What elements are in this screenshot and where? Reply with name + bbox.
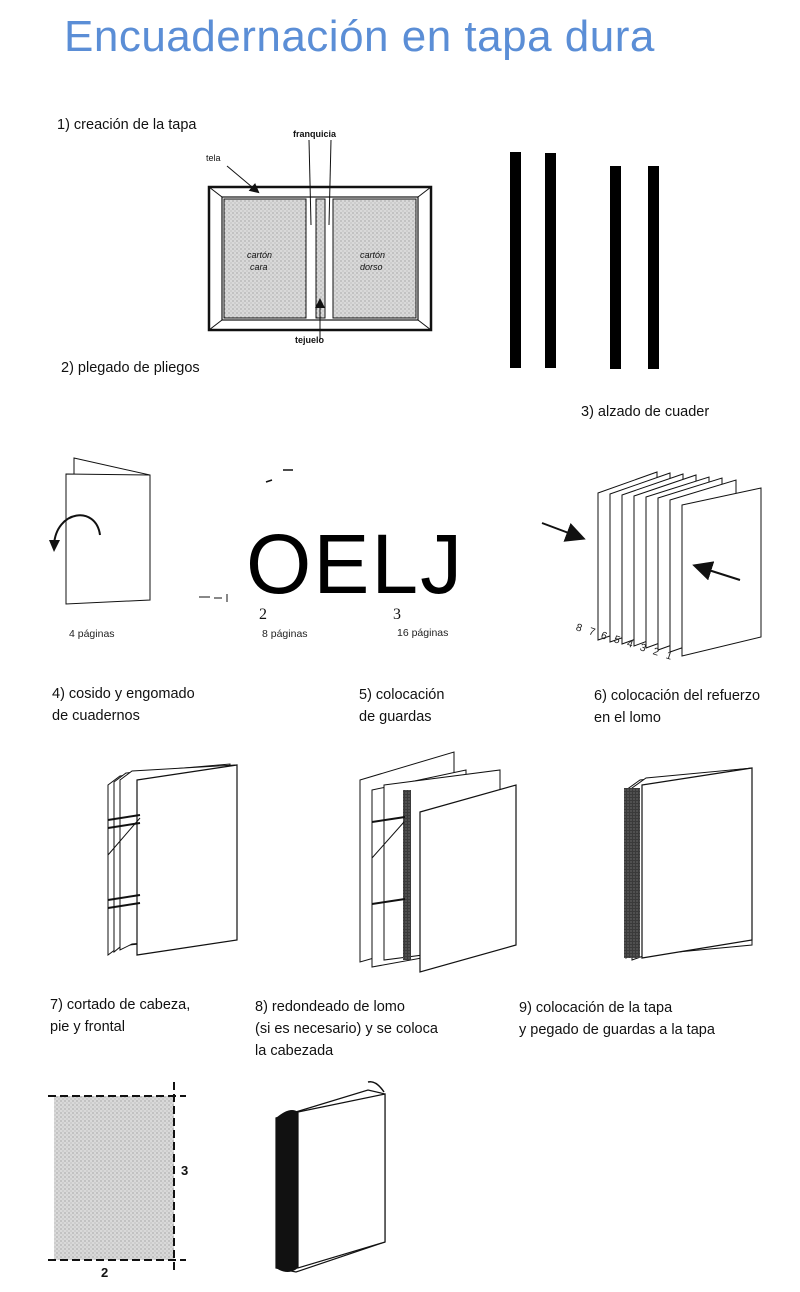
artifact-text: OELJ <box>246 517 465 611</box>
trim-label-side: 3 <box>181 1163 189 1178</box>
trim-label-bottom: 2 <box>101 1265 109 1280</box>
folding-diagram <box>49 457 293 605</box>
black-bars-graphic <box>510 152 659 369</box>
label-carton-dorso-line1: cartón <box>360 250 386 260</box>
label-carton-dorso-line2: dorso <box>360 262 383 272</box>
label-tela: tela <box>206 153 221 163</box>
pages-8-label: 8 páginas <box>262 628 308 640</box>
label-carton-cara-line1: cartón <box>247 250 273 260</box>
fold-number-2: 2 <box>259 606 267 623</box>
fold-number-3: 3 <box>393 606 401 623</box>
page-title: Encuadernación en tapa dura <box>64 12 655 61</box>
label-franquicia: franquicia <box>293 129 337 139</box>
gathered-signatures-diagram <box>541 471 762 657</box>
endpapers-diagram <box>359 751 517 973</box>
cover-diagram <box>207 139 433 340</box>
rounded-book-diagram <box>275 1080 386 1273</box>
label-carton-cara-line2: cara <box>250 262 268 272</box>
step-5-label-line2: de guardas <box>359 709 432 725</box>
label-tejuelo: tejuelo <box>295 335 325 345</box>
step-5-label-line1: 5) colocación <box>359 687 445 703</box>
step-6-label-line2: en el lomo <box>594 710 661 726</box>
step-7-label-line2: pie y frontal <box>50 1019 125 1035</box>
step-3-label: 3) alzado de cuader <box>581 404 710 420</box>
step-1-label: 1) creación de la tapa <box>57 117 197 133</box>
spine-reinforcement-diagram <box>624 767 753 961</box>
step-6-label-line1: 6) colocación del refuerzo <box>594 688 761 704</box>
step-8-label-line1: 8) redondeado de lomo <box>255 999 405 1015</box>
step-2-label: 2) plegado de pliegos <box>61 360 200 376</box>
step-9-label-line2: y pegado de guardas a la tapa <box>519 1022 715 1038</box>
step-4-label-line1: 4) cosido y engomado <box>52 686 195 702</box>
pages-16-label: 16 páginas <box>397 627 449 639</box>
step-8-label-line3: la cabezada <box>255 1043 334 1059</box>
step-4-label-line2: de cuadernos <box>52 708 140 724</box>
step-9-label-line1: 9) colocación de la tapa <box>519 1000 673 1016</box>
sewn-block-diagram <box>107 763 238 956</box>
step-7-label-line1: 7) cortado de cabeza, <box>50 997 191 1013</box>
step-8-label-line2: (si es necesario) y se coloca <box>255 1021 438 1037</box>
pages-4-label: 4 páginas <box>69 628 115 640</box>
trimming-diagram <box>48 1082 186 1272</box>
